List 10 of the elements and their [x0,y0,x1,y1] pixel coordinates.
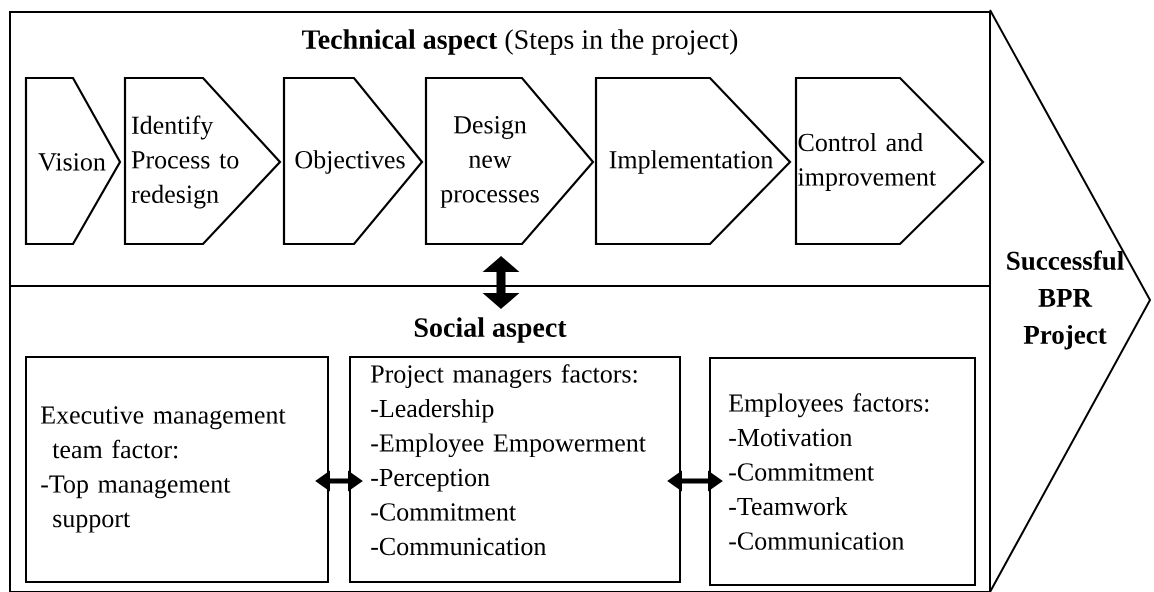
double-arrow [482,256,520,309]
process-step: Design new processes [424,76,595,246]
factor-box: Project managers factors: -Leadership -Employee Empowerment -Perception -Commitment -Communication [349,356,681,583]
process-step: Objectives [282,76,424,246]
process-step: Identify Process to redesign [123,76,282,246]
process-step: Control and improvement [794,76,985,246]
factor-box: Employees factors: -Motivation -Commitment -Teamwork -Communication [709,357,976,586]
factor-box: Executive management team factor: -Top management support [25,356,329,583]
process-step: Implementation [594,76,792,246]
process-step: Vision [24,76,122,246]
